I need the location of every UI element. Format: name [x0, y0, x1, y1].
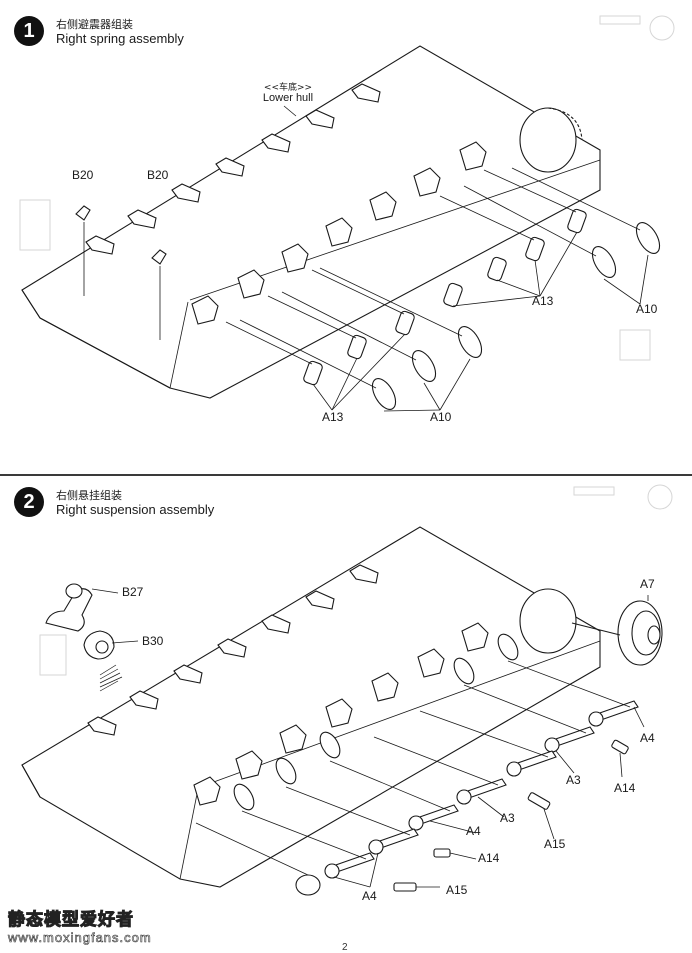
site-watermark: 静态模型爱好者 www.moxingfans.com — [8, 905, 152, 946]
callout-a15-bottom: A15 — [446, 883, 468, 897]
page-number: 2 — [342, 942, 348, 953]
callout-a4-mid: A4 — [466, 824, 481, 838]
watermark-site-name: 静态模型爱好者 — [8, 910, 134, 931]
watermark-url: www.moxingfans.com — [8, 930, 152, 946]
callout-a14-right: A14 — [614, 781, 636, 795]
step-title-cn: 右侧避震器组装 — [56, 18, 133, 31]
spring-mount-brackets — [191, 141, 487, 325]
part-b20-left — [75, 205, 91, 221]
callout-a3-upper: A3 — [566, 773, 581, 787]
callout-a7: A7 — [640, 577, 655, 591]
callout-a15-right: A15 — [544, 837, 566, 851]
callout-a13-lower: A13 — [322, 410, 344, 424]
rear-hull-cylinder — [519, 588, 577, 654]
part-b20-right — [151, 249, 167, 265]
hull-rail-bumps — [85, 83, 381, 255]
step-number-badge: 1 — [14, 16, 44, 46]
reverse-bleed-marks — [39, 484, 673, 676]
assembly-lines — [83, 105, 649, 412]
axle-pins — [393, 739, 629, 892]
callout-a14-mid: A14 — [478, 851, 500, 865]
callout-b30: B30 — [142, 634, 164, 648]
hull-label-en: Lower hull — [262, 92, 314, 104]
callout-b27: B27 — [122, 585, 144, 599]
callout-a13-upper: A13 — [532, 294, 554, 308]
assembly-lines — [91, 588, 649, 888]
step-number-badge: 2 — [14, 487, 44, 517]
callout-a4-bottom: A4 — [362, 889, 377, 903]
callout-b20-right: B20 — [147, 168, 169, 182]
callout-b20-left: B20 — [72, 168, 94, 182]
hull-label-cn: <<车底>> — [263, 83, 313, 93]
callout-a10-upper: A10 — [636, 302, 658, 316]
step-title-en: Right suspension assembly — [56, 502, 215, 517]
idler-wheel-a7 — [571, 600, 663, 666]
rear-hull-cylinder — [519, 107, 577, 173]
callout-a3-lower: A3 — [500, 811, 515, 825]
step-2-panel: 2 右侧悬挂组装 Right suspension assembly — [0, 475, 692, 949]
callout-a4-right: A4 — [640, 731, 655, 745]
step-1-diagram — [19, 15, 675, 412]
springs-a10 — [371, 222, 661, 410]
step-title-en: Right spring assembly — [56, 31, 184, 46]
lower-hull-body — [21, 526, 601, 888]
step-2-diagram — [21, 484, 673, 896]
hull-rail-bumps — [87, 564, 379, 736]
callout-a10-lower: A10 — [430, 410, 452, 424]
step-divider — [0, 474, 692, 476]
step-1-panel: 1 右侧避震器组装 Right spring assembly — [0, 0, 692, 474]
shock-absorbers-a13 — [303, 208, 587, 386]
mounted-spring-brackets — [193, 622, 519, 811]
reverse-bleed-marks — [19, 15, 675, 361]
step-title-cn: 右侧悬挂组装 — [56, 489, 122, 502]
parts-b27-b30 — [45, 583, 123, 692]
